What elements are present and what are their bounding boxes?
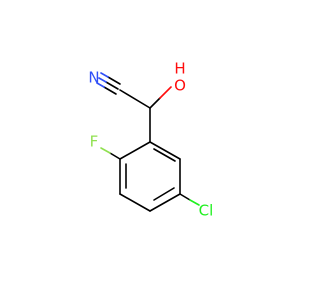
nitrile-triple-bond: [96, 72, 121, 95]
bond-ring-to-chlorine-black: [179, 193, 191, 201]
oxygen-label: O: [174, 77, 186, 95]
bonds: [96, 72, 200, 212]
atom-labels: N O H F Cl: [88, 60, 213, 220]
aromatic-inner-bond-2: [153, 187, 175, 201]
ring-bond-c6-c1: [119, 141, 151, 160]
bond-cn-to-alpha-carbon: [119, 89, 151, 109]
hydrogen-label: H: [174, 60, 185, 78]
bond-alpha-carbon-to-oxygen-black: [149, 97, 161, 109]
nitrogen-label: N: [88, 69, 99, 87]
bond-ring-to-chlorine-green: [189, 199, 200, 206]
ring-bond-c1-c2: [149, 141, 181, 160]
aromatic-inner-bond-1: [153, 148, 176, 162]
chlorine-label: Cl: [199, 202, 214, 220]
fluorine-label: F: [90, 133, 99, 151]
molecule-structure-diagram: N O H F Cl: [88, 60, 213, 220]
bond-alpha-carbon-to-oxygen-red: [159, 86, 172, 99]
ring-bond-c4-c5: [119, 193, 151, 212]
bond-ring-to-fluorine-green: [100, 147, 111, 154]
bond-ring-to-fluorine-black: [109, 152, 121, 160]
ring-bond-c3-c4: [149, 193, 181, 212]
